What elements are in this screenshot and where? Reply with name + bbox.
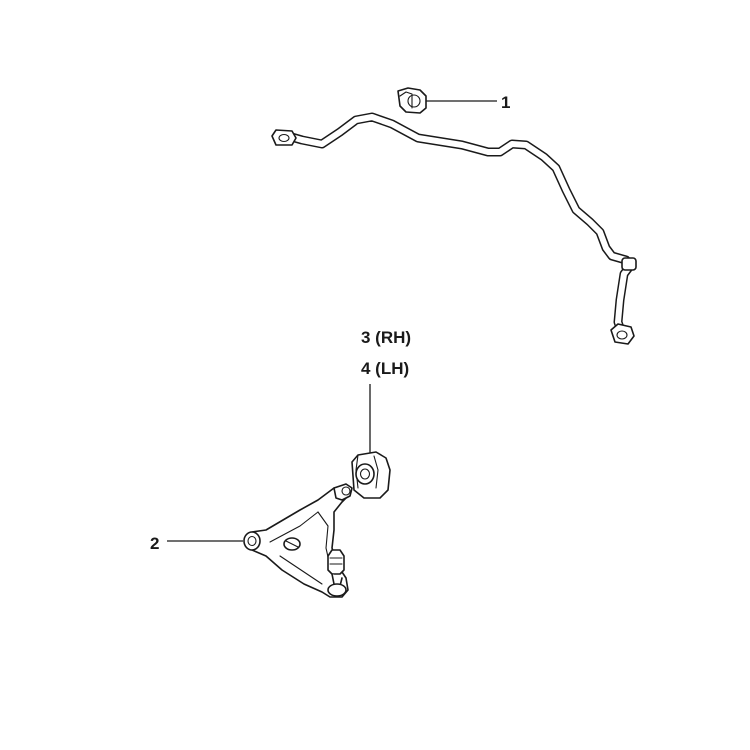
ball-joint xyxy=(327,549,347,597)
stabilizer-bushing xyxy=(397,87,427,114)
stabilizer-bar xyxy=(271,112,637,345)
callout-3-rh: 3 (RH) xyxy=(361,328,411,347)
bar-right-end-link xyxy=(610,323,635,345)
callout-4-lh: 4 (LH) xyxy=(361,359,409,378)
lower-control-arm xyxy=(243,483,353,598)
rear-bushing xyxy=(351,451,391,499)
bar-left-end-link xyxy=(271,129,297,146)
callout-1: 1 xyxy=(501,93,510,112)
callout-2: 2 xyxy=(150,534,159,553)
bar-mount-link xyxy=(621,257,637,271)
